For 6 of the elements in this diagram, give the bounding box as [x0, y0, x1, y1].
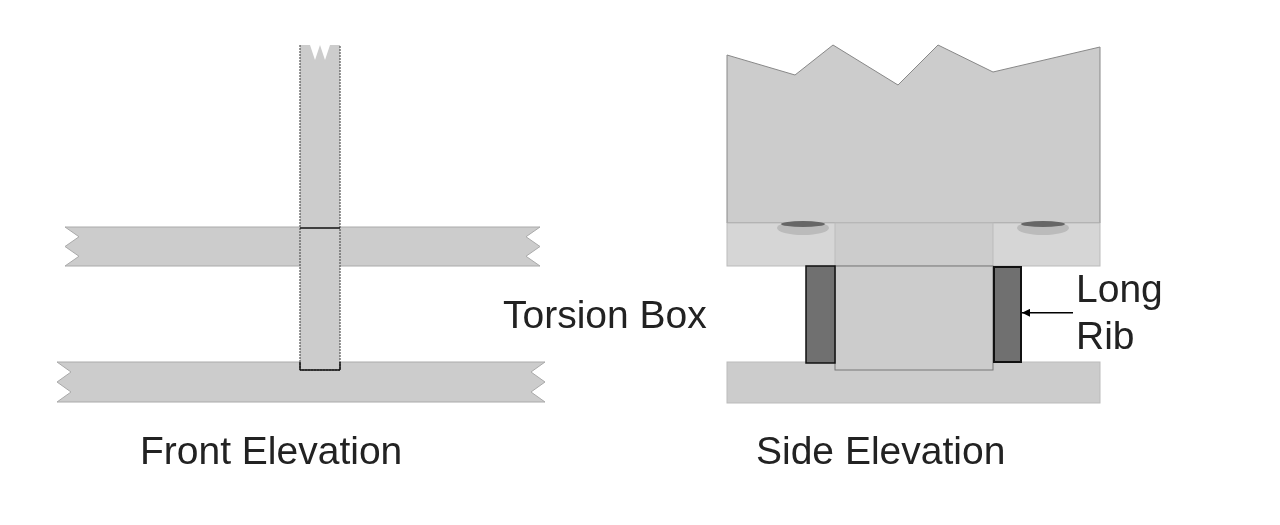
part-label: Torsion Box — [503, 292, 707, 338]
rib-bar — [993, 266, 1022, 363]
view-caption: Side Elevation — [756, 428, 1006, 474]
part-label: Long Rib — [1076, 266, 1164, 359]
leader-arrow — [1021, 308, 1074, 317]
view-caption: Front Elevation — [140, 428, 403, 474]
